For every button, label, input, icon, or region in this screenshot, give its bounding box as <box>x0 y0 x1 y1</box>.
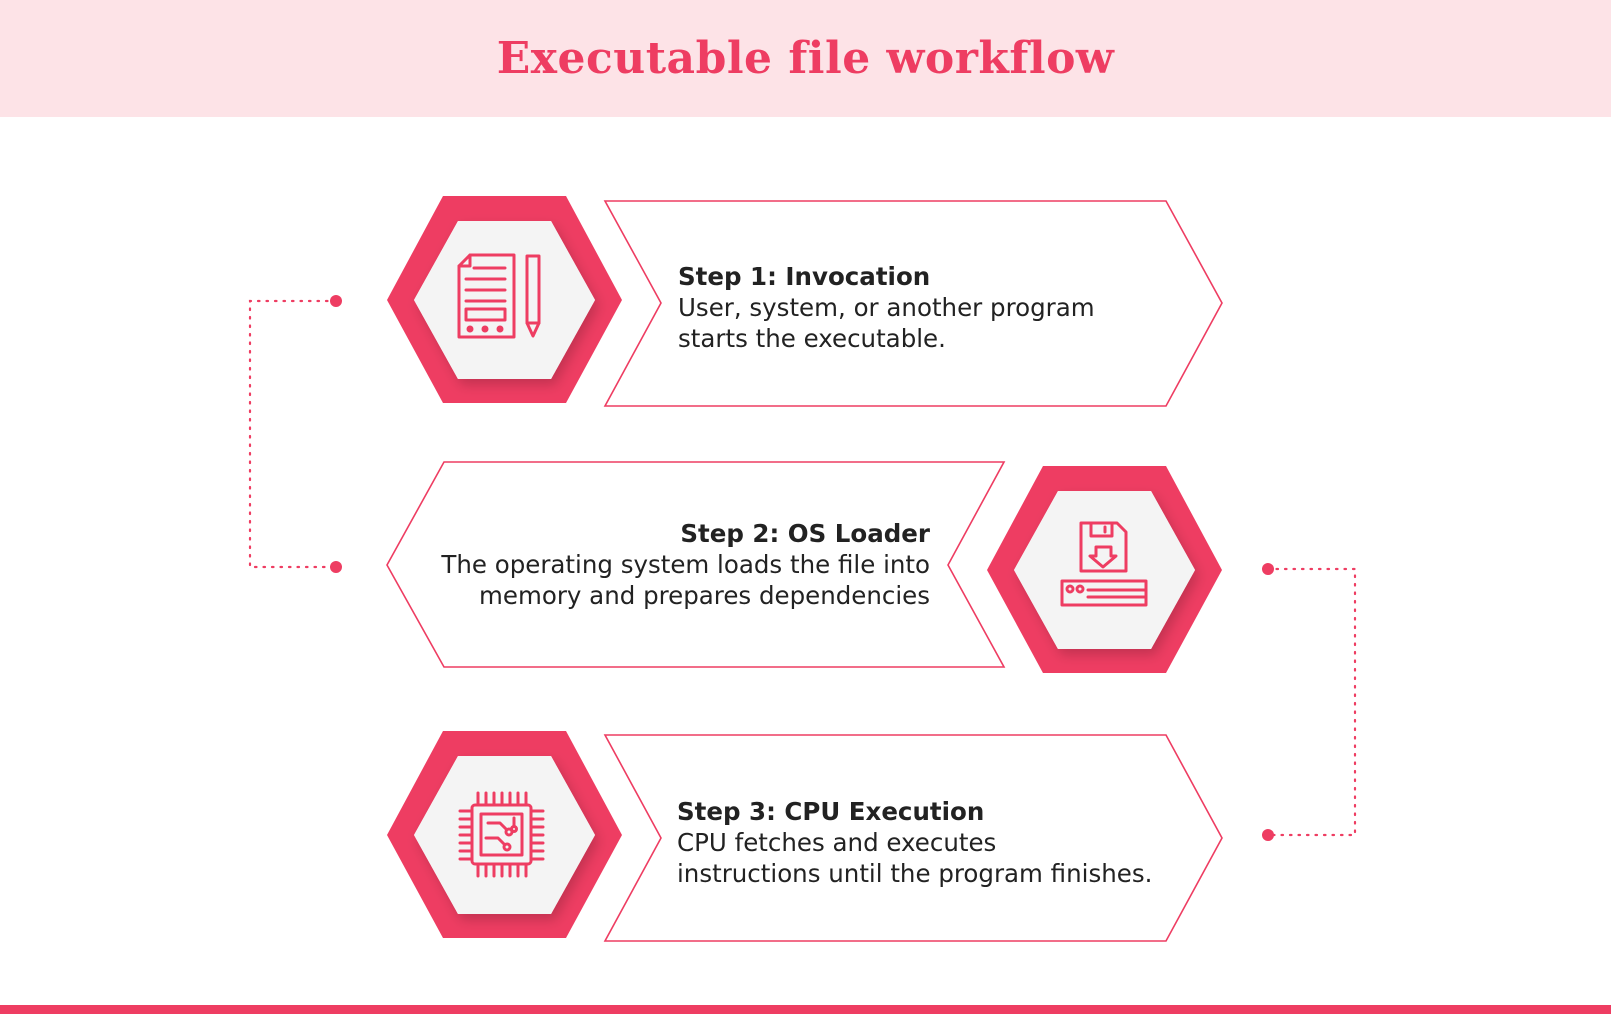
step1-arrow-box <box>603 200 1223 407</box>
step2-text: Step 2: OS Loader The operating system l… <box>441 518 930 611</box>
step1-description-line: starts the executable. <box>678 324 946 353</box>
step2-description-line: The operating system loads the file into <box>441 550 930 579</box>
step3-text: Step 3: CPU Execution CPU fetches and ex… <box>677 796 1152 889</box>
header-banner <box>0 0 1611 117</box>
step3-description-line: CPU fetches and executes <box>677 828 997 857</box>
step3-heading: Step 3: CPU Execution <box>677 797 985 826</box>
step2-description-line: memory and prepares dependencies <box>479 581 930 610</box>
connector-dot <box>330 295 342 307</box>
connector-dot <box>1262 829 1274 841</box>
page-title: Executable file workflow <box>496 33 1115 84</box>
connector-step1-step2 <box>248 299 338 569</box>
floppy-disk-download-icon <box>1060 521 1148 607</box>
step3-description-line: instructions until the program finishes. <box>677 859 1153 888</box>
step2-arrow-box <box>386 461 1006 668</box>
connector-dot <box>1262 563 1274 575</box>
step3-arrow-box <box>603 734 1223 942</box>
step1-description-line: User, system, or another program <box>678 293 1095 322</box>
connector-dot <box>330 561 342 573</box>
step1-heading: Step 1: Invocation <box>678 262 931 291</box>
step2-heading: Step 2: OS Loader <box>680 519 930 548</box>
connector-step2-step3 <box>1266 567 1357 837</box>
step3-hexagon <box>387 731 622 938</box>
bottom-accent-bar <box>0 1005 1611 1014</box>
cpu-chip-icon <box>458 791 545 878</box>
document-pencil-icon <box>457 253 541 339</box>
step1-text: Step 1: Invocation User, system, or anot… <box>678 261 1095 354</box>
